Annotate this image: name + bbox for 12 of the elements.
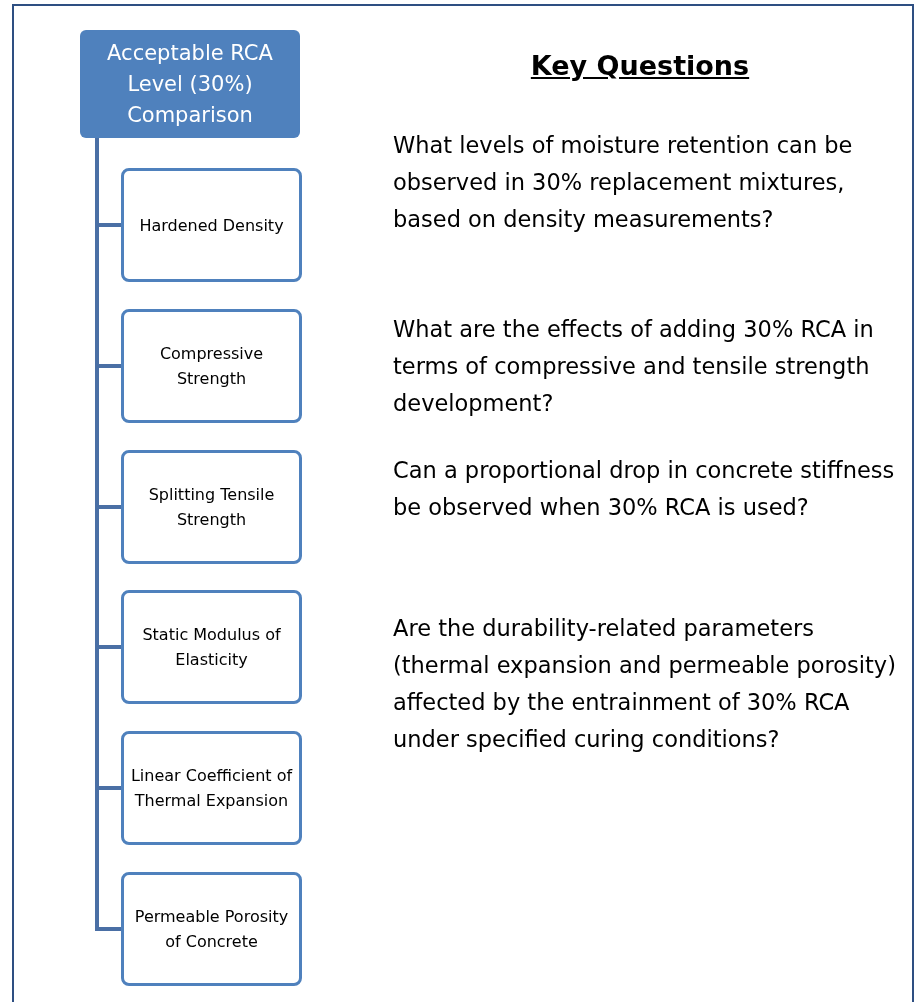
question-text: Are the durability-related parameters (thermal expansion and permeable porosity) affected by the entrainment of 30% RCA under specified curing conditions? [393,614,897,754]
question-text: What levels of moisture retention can be observed in 30% replacement mixtures, based on density measurements? [393,131,854,234]
question-text: What are the effects of adding 30% RCA in terms of compressive and tensile strength development? [393,315,875,418]
topic-box: Permeable Porosity of Concrete [121,872,302,986]
topic-box: Compressive Strength [121,309,302,423]
topic-box: Splitting Tensile Strength [121,450,302,564]
question-text: Can a proportional drop in concrete stiffness be observed when 30% RCA is used? [393,456,896,522]
heading: Key Questions [529,50,751,81]
topic-box: Hardened Density [121,168,302,282]
topic-box: Linear Coefficient of Thermal Expansion [121,731,302,845]
header-box: Acceptable RCA Level (30%) Comparison [80,30,300,138]
topic-box: Static Modulus of Elasticity [121,590,302,704]
